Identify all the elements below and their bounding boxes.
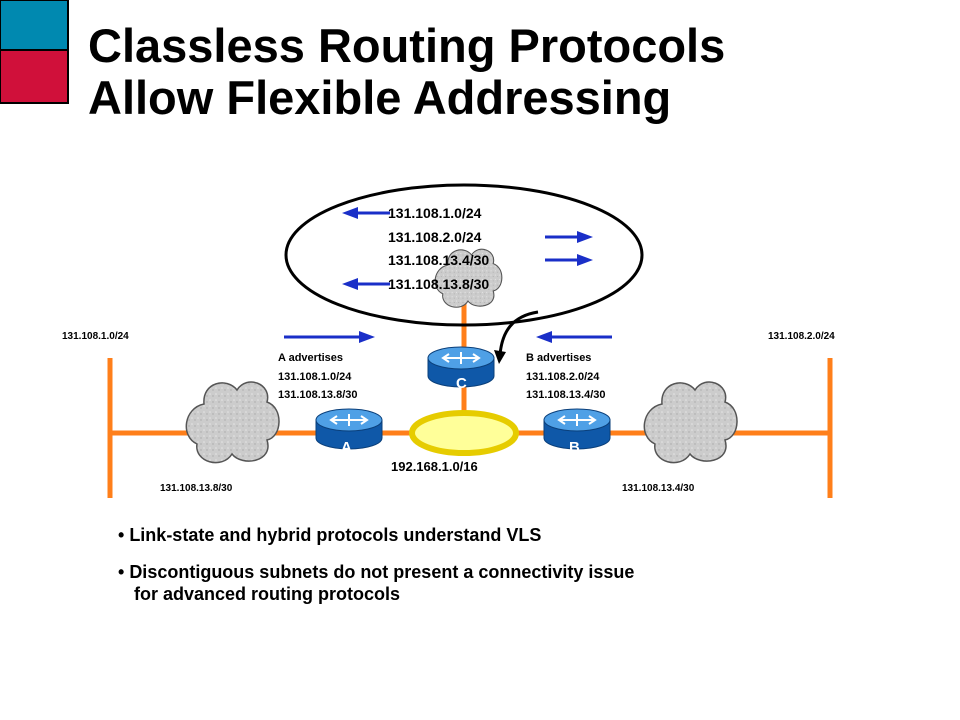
router-c-label: C bbox=[456, 375, 467, 392]
cloud-icon bbox=[185, 381, 280, 464]
advertisement-route: 131.108.13.8/30 bbox=[278, 389, 358, 401]
bullet-item: • Link-state and hybrid protocols unders… bbox=[118, 525, 542, 545]
callout-balloon bbox=[284, 183, 644, 327]
arrow-right-icon bbox=[545, 231, 593, 243]
callout-pointer-tip bbox=[494, 350, 506, 364]
router-b-label: B bbox=[569, 439, 580, 456]
advertisement-route: 131.108.2.0/24 bbox=[526, 371, 600, 383]
left-lan-label: 131.108.1.0/24 bbox=[62, 331, 129, 342]
cloud-icon bbox=[643, 381, 738, 464]
bullet-text: Link-state and hybrid protocols understa… bbox=[129, 525, 542, 545]
arrow-right-icon bbox=[545, 254, 593, 266]
arrow-left-icon bbox=[536, 331, 612, 343]
title-line: Classless Routing Protocols bbox=[88, 19, 726, 72]
core-hub bbox=[409, 410, 519, 456]
advertisement-heading: B advertises bbox=[526, 352, 591, 364]
router-a-advertisement: A advertises 131.108.1.0/24 131.108.13.8… bbox=[278, 352, 358, 401]
bullet-text: Discontiguous subnets do not present a c… bbox=[129, 562, 635, 582]
corner-block-bottom bbox=[0, 49, 69, 104]
corner-block-top bbox=[0, 0, 69, 51]
right-wan-label: 131.108.13.4/30 bbox=[622, 483, 695, 494]
callout-route-list: 131.108.1.0/24 131.108.2.0/24 131.108.13… bbox=[388, 205, 489, 292]
right-lan-label: 131.108.2.0/24 bbox=[768, 331, 835, 342]
router-a-label: A bbox=[341, 439, 352, 456]
callout-route: 131.108.2.0/24 bbox=[388, 229, 482, 245]
advertisement-heading: A advertises bbox=[278, 352, 343, 364]
arrow-right-icon bbox=[284, 331, 375, 343]
arrow-left-icon bbox=[342, 278, 390, 290]
bullet-list: • Link-state and hybrid protocols unders… bbox=[118, 524, 634, 620]
left-wan-label: 131.108.13.8/30 bbox=[160, 483, 233, 494]
router-b-icon[interactable]: B bbox=[543, 408, 611, 456]
advertisement-arrows bbox=[284, 207, 612, 343]
bullet-item: • Discontiguous subnets do not present a… bbox=[118, 562, 635, 604]
callout-route: 131.108.13.4/30 bbox=[388, 252, 489, 268]
callout-route: 131.108.1.0/24 bbox=[388, 205, 482, 221]
bullet-continuation: for advanced routing protocols bbox=[134, 584, 401, 604]
router-c-icon[interactable]: C bbox=[427, 346, 495, 392]
advertisement-route: 131.108.1.0/24 bbox=[278, 371, 352, 383]
router-a-icon[interactable]: A bbox=[315, 408, 383, 456]
slide-title: Classless Routing Protocols Allow Flexib… bbox=[88, 20, 725, 124]
title-line: Allow Flexible Addressing bbox=[88, 71, 672, 124]
core-network-label: 192.168.1.0/16 bbox=[391, 459, 478, 474]
advertisement-route: 131.108.13.4/30 bbox=[526, 389, 606, 401]
callout-route: 131.108.13.8/30 bbox=[388, 276, 489, 292]
arrow-left-icon bbox=[342, 207, 390, 219]
router-b-advertisement: B advertises 131.108.2.0/24 131.108.13.4… bbox=[526, 352, 606, 401]
callout-pointer bbox=[498, 310, 539, 356]
